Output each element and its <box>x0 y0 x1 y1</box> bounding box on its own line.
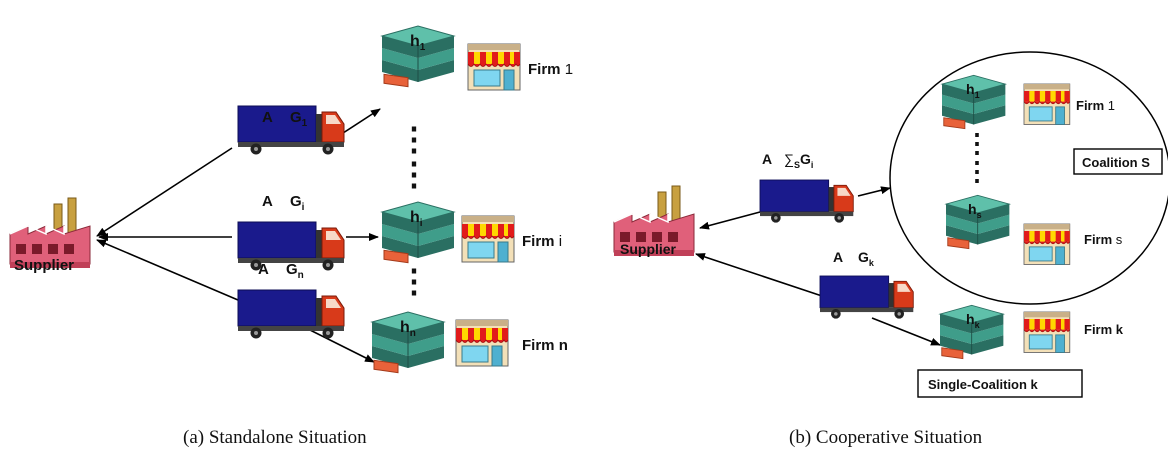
arrow-single-truck-to-supplier <box>695 253 823 297</box>
firm-1-store-icon <box>467 43 521 91</box>
panel-a-caption: (a) Standalone Situation <box>183 427 367 448</box>
firm-b-1-store-icon <box>1023 83 1071 125</box>
arrow-coalition-truck-to-supplier <box>699 211 761 230</box>
coalition-s-box <box>1073 148 1163 175</box>
warehouse-b-k-label: hk <box>966 311 981 330</box>
firm-1-label: Firm 1 <box>528 61 573 78</box>
firm-n-label: Firm n <box>522 337 568 354</box>
arrow-single-truck-to-warehouse-k <box>871 317 941 346</box>
supplier-label-b: Supplier <box>620 241 677 257</box>
ellipsis-lower: ⋮ <box>398 263 430 299</box>
panel-b-caption: (b) Cooperative Situation <box>789 427 983 448</box>
arrow-coalition-truck-to-coalition <box>857 186 891 197</box>
coalition-ellipsis: ⋮ <box>964 128 990 158</box>
coalition-ellipsis-2: ⋮ <box>964 156 990 186</box>
arrow-truck-n-to-warehouse-n <box>309 329 375 363</box>
firm-b-s-label: Firm s <box>1084 232 1123 247</box>
truck-n-cost-label: A <box>258 261 269 278</box>
truck-i-cost-label: A <box>262 193 273 210</box>
coalition-circle <box>889 51 1168 305</box>
firm-b-k-label: Firm k <box>1084 322 1124 337</box>
truck-n-order-label: Gn <box>286 261 304 281</box>
warehouse-i-label: hi <box>410 209 423 229</box>
arrow-truck1-to-warehouse1 <box>339 108 381 136</box>
firm-b-s-store-icon <box>1023 223 1071 265</box>
ellipsis-upper: ⋮ <box>398 121 430 157</box>
truck-single-icon <box>819 275 914 320</box>
firm-i-store-icon <box>461 215 515 263</box>
firm-b-1-label: Firm 1 <box>1076 98 1115 113</box>
coalition-s-label: Coalition S <box>1082 155 1150 170</box>
truck-coalition-cost-label: A <box>762 151 772 167</box>
single-coalition-k-label: Single-Coalition k <box>928 377 1039 392</box>
truck-n-icon <box>237 289 345 339</box>
firm-n-store-icon <box>455 319 509 367</box>
truck-single-order-label: Gk <box>858 249 875 268</box>
firm-b-k-store-icon <box>1023 311 1071 353</box>
warehouse-b-s-icon <box>945 194 1010 250</box>
arrow-truck1-to-supplier <box>96 147 233 237</box>
truck-i-order-label: Gi <box>290 193 305 213</box>
panel-b-cooperative: Supplier A ∑SGi A Gk h1 hs ⋮ ⋮ Firm 1 Fi… <box>613 51 1168 448</box>
arrow-truck-n-to-supplier <box>96 239 239 301</box>
truck-1-cost-label: A <box>262 109 273 126</box>
truck-single-cost-label: A <box>833 249 843 265</box>
supplier-label: Supplier <box>14 257 74 274</box>
ellipsis-upper-2: ⋮ <box>398 156 430 192</box>
firm-i-label: Firm i <box>522 233 562 250</box>
warehouse-b-1-label: h1 <box>966 81 980 100</box>
warehouse-b-s-label: hs <box>968 201 982 220</box>
panel-a-standalone: Supplier A G1 A Gi A Gn h1 hi hn ⋮ ⋮ ⋮ F… <box>9 25 573 448</box>
warehouse-n-label: hn <box>400 319 416 339</box>
truck-coalition-icon <box>759 179 854 224</box>
truck-1-order-label: G1 <box>290 109 308 129</box>
truck-coalition-order-label: ∑SGi <box>784 151 813 170</box>
single-coalition-k-box <box>917 369 1083 398</box>
warehouse-1-label: h1 <box>410 33 426 53</box>
